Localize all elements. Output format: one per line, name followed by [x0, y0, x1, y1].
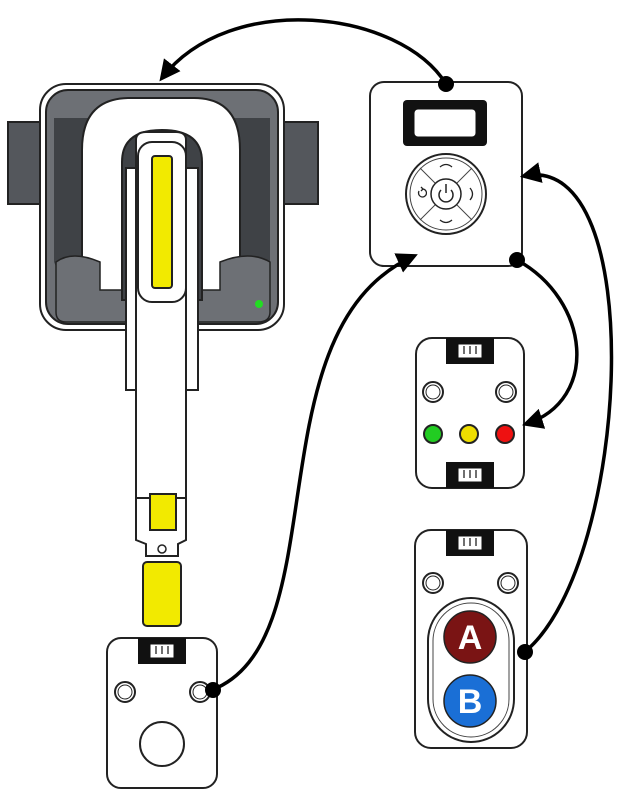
wire-endpoint-dot [438, 76, 454, 92]
touch-pad[interactable] [139, 721, 185, 767]
wire-controller-to-servo [159, 18, 448, 85]
dpad-right-icon[interactable] [469, 187, 474, 201]
led-green [423, 424, 443, 444]
dpad-down-icon[interactable] [439, 219, 453, 224]
mount-hole [498, 384, 514, 400]
servo-lower-plate [55, 255, 271, 323]
button-b-label: B [458, 683, 483, 721]
wires [159, 18, 614, 692]
mount-hole [425, 575, 441, 591]
mount-hole [117, 684, 133, 700]
connector-pins [463, 470, 477, 478]
wire-endpoint-dot [205, 682, 221, 698]
button-module: A B [414, 529, 528, 749]
dpad-up-icon[interactable] [439, 163, 453, 168]
arm-screw-hole [157, 544, 167, 554]
wire-endpoint-dot [509, 252, 525, 268]
gripper-arm [125, 131, 199, 627]
wire-touch-to-controller [211, 253, 418, 692]
connector-pins [463, 346, 477, 354]
arm-clamp-yellow [149, 493, 177, 531]
button-b[interactable]: B [443, 674, 497, 728]
controller [369, 81, 523, 267]
mount-hole [192, 684, 208, 700]
mount-hole [500, 575, 516, 591]
led-module [415, 337, 525, 489]
controller-screen [413, 108, 477, 138]
power-icon [438, 184, 454, 203]
controller-power-button[interactable] [430, 178, 462, 210]
wire-controller-to-led [516, 258, 579, 429]
button-pill-inner [432, 602, 510, 738]
led-yellow [459, 424, 479, 444]
button-a[interactable]: A [443, 610, 497, 664]
dpad-left-back-icon[interactable] [417, 186, 428, 198]
connector-pins [463, 538, 477, 546]
touch-module [106, 637, 218, 789]
wire-endpoint-dot [517, 644, 533, 660]
connector-pins [155, 646, 169, 654]
led-red [495, 424, 515, 444]
wire-button-to-controller [519, 162, 614, 652]
gripper-finger [142, 561, 182, 627]
arm-rail-right [185, 167, 199, 391]
button-a-label: A [458, 619, 483, 657]
status-led [255, 300, 263, 308]
arm-yellow-strip [151, 155, 173, 289]
mount-hole [425, 384, 441, 400]
